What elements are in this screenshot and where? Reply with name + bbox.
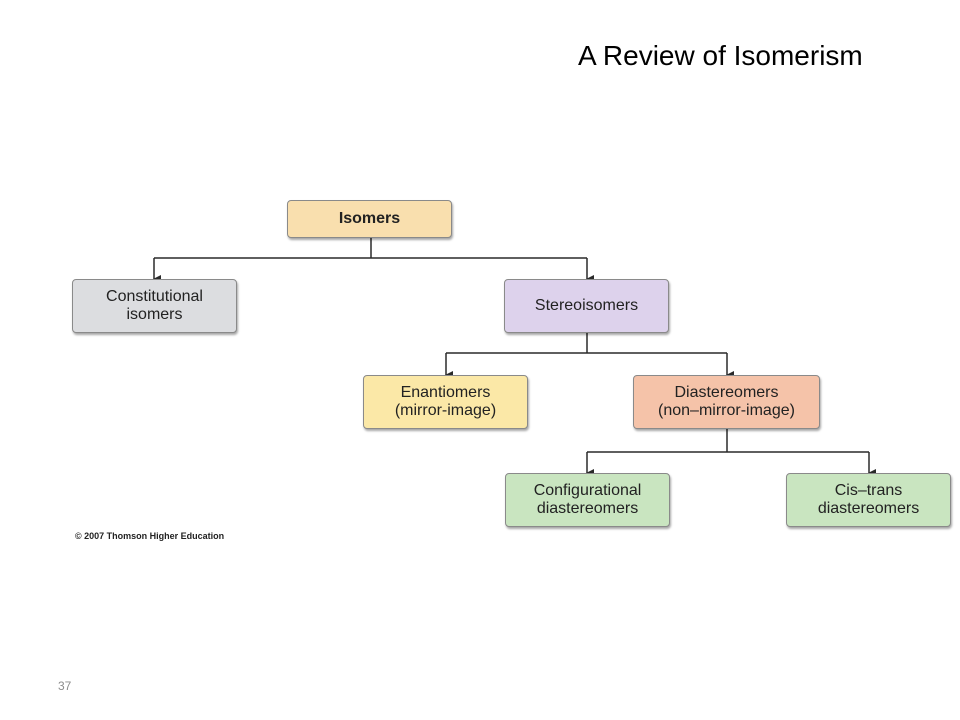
node-isomers-label: Isomers — [338, 210, 401, 227]
node-constitutional-isomers-label: Constitutional isomers — [106, 288, 203, 323]
slide-title: A Review of Isomerism — [578, 40, 863, 71]
node-diastereomers: Diastereomers (non–mirror-image) — [633, 375, 820, 429]
node-configurational-diastereomers: Configurational diastereomers — [505, 473, 670, 527]
node-isomers: Isomers — [287, 200, 452, 238]
node-cis-trans-diastereomers: Cis–trans diastereomers — [786, 473, 951, 527]
copyright-notice: © 2007 Thomson Higher Education — [75, 531, 225, 541]
node-enantiomers-label: Enantiomers (mirror-image) — [394, 384, 497, 419]
node-enantiomers: Enantiomers (mirror-image) — [363, 375, 528, 429]
page-number: 37 — [58, 679, 72, 693]
node-stereoisomers-label: Stereoisomers — [534, 297, 639, 314]
node-constitutional-isomers: Constitutional isomers — [72, 279, 237, 333]
node-configurational-diastereomers-label: Configurational diastereomers — [533, 482, 642, 517]
node-stereoisomers: Stereoisomers — [504, 279, 669, 333]
node-diastereomers-label: Diastereomers (non–mirror-image) — [658, 384, 795, 419]
node-cis-trans-diastereomers-label: Cis–trans diastereomers — [817, 482, 920, 517]
